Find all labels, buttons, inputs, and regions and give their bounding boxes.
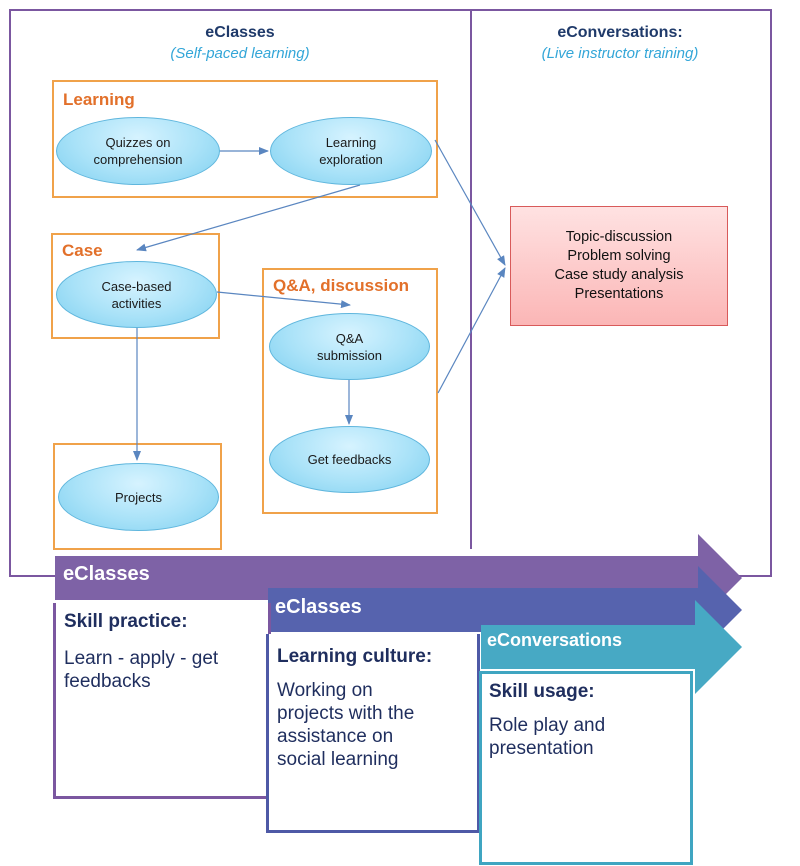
- econversations-column-title: eConversations:: [557, 24, 683, 41]
- eclasses-column-subtitle: (Self-paced learning): [170, 45, 310, 62]
- quizzes-node: Quizzes on comprehension: [56, 117, 220, 185]
- learning-group-label: Learning: [63, 90, 135, 109]
- live-item-problem-solving: Problem solving: [567, 248, 671, 264]
- case-activities-line-2: activities: [111, 295, 162, 311]
- skill-usage-line-1: Role play and: [489, 715, 606, 736]
- qa-group-label: Q&A, discussion: [273, 276, 410, 295]
- learning-culture-line-3: assistance on: [277, 726, 394, 747]
- band-3-arrow: [481, 600, 742, 694]
- skill-practice-title: Skill practice:: [64, 611, 188, 632]
- learning-culture-line-1: Working on: [277, 680, 373, 701]
- qa-submission-line-1: Q&A: [335, 330, 364, 346]
- band-2-label: eClasses: [275, 596, 362, 618]
- learning-culture-title: Learning culture:: [277, 646, 433, 667]
- column-divider: [470, 9, 472, 549]
- skill-practice-body: Learn - apply - get feedbacks: [64, 647, 218, 693]
- econversations-column-subtitle: (Live instructor training): [541, 45, 699, 62]
- band-1-label: eClasses: [63, 563, 150, 585]
- skill-usage-title: Skill usage:: [489, 681, 595, 702]
- arrow-exploration-to-case: [136, 184, 361, 252]
- projects-line-1: Projects: [115, 489, 162, 505]
- projects-node: Projects: [58, 463, 219, 531]
- live-training-box: Topic-discussion Problem solving Case st…: [510, 206, 728, 326]
- quizzes-line-2: comprehension: [93, 152, 183, 167]
- learning-culture-line-4: social learning: [277, 749, 399, 770]
- qa-submission-line-2: submission: [316, 347, 383, 363]
- eclasses-column-title: eClasses: [205, 24, 275, 41]
- skill-practice-card: Skill practice: Learn - apply - get feed…: [53, 603, 271, 799]
- arrow-exploration-to-live: [434, 139, 506, 266]
- quizzes-line-1: Quizzes on: [105, 135, 171, 150]
- case-group-label: Case: [62, 241, 103, 260]
- skill-usage-card: Skill usage: Role play and presentation: [479, 671, 693, 865]
- case-activities-line-1: Case-based: [101, 278, 172, 294]
- feedbacks-line-1: Get feedbacks: [307, 452, 392, 467]
- skill-usage-body: Role play and presentation: [489, 714, 605, 760]
- learning-culture-card: Learning culture: Working on projects wi…: [266, 634, 480, 833]
- learning-culture-line-2: projects with the: [277, 703, 415, 724]
- live-item-presentations: Presentations: [574, 286, 664, 302]
- band-3-label: eConversations: [487, 630, 623, 650]
- learning-culture-body: Working on projects with the assistance …: [277, 679, 414, 771]
- feedbacks-node: Get feedbacks: [269, 426, 430, 493]
- live-item-topic-discussion: Topic-discussion: [565, 229, 673, 245]
- skill-practice-line-1: Learn - apply - get: [64, 648, 219, 669]
- exploration-node: Learning exploration: [270, 117, 432, 185]
- arrow-case-to-qa: [216, 291, 351, 309]
- arrow-qa-to-live: [437, 267, 506, 394]
- exploration-line-1: Learning: [325, 135, 377, 150]
- skill-usage-line-2: presentation: [489, 738, 594, 759]
- exploration-line-2: exploration: [319, 152, 383, 167]
- skill-practice-line-2: feedbacks: [64, 671, 151, 692]
- live-item-case-study: Case study analysis: [554, 267, 684, 283]
